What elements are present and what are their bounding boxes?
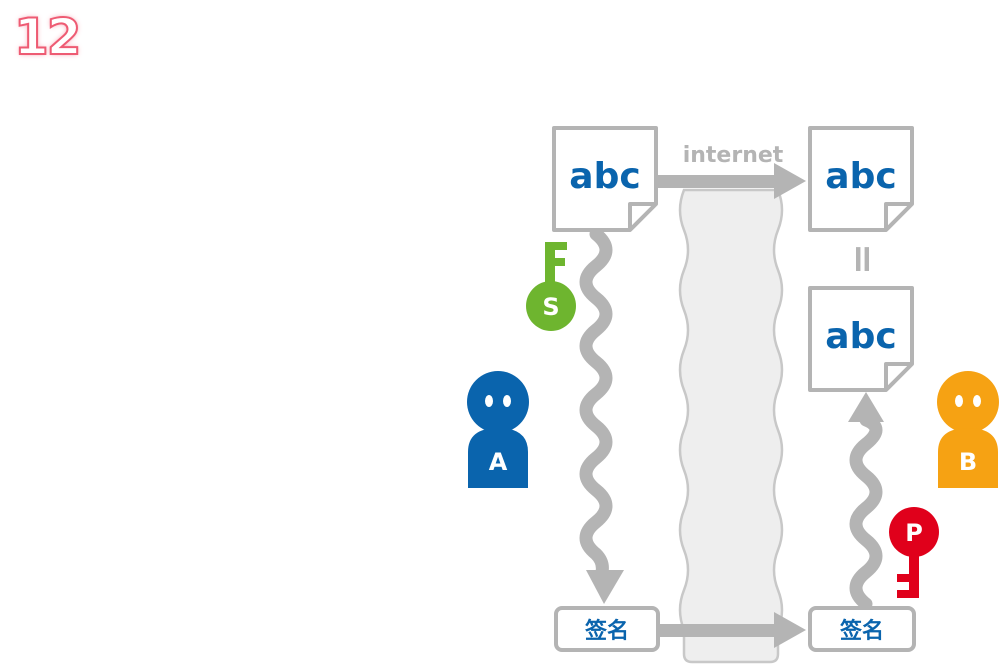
secret-key-letter: S (542, 293, 559, 321)
signature-label: 签名 (584, 618, 629, 644)
public-key-letter: P (905, 519, 923, 547)
person-b-label: B (959, 448, 977, 476)
public-key-icon: P (889, 507, 939, 598)
received-document: abc (808, 126, 914, 232)
signing-wavy-arrow (579, 227, 624, 604)
secret-key-icon: S (526, 242, 576, 331)
sender-document-text: abc (569, 156, 640, 197)
internet-label: internet (683, 143, 784, 168)
received-signature-label: 签名 (839, 618, 884, 644)
person-b-icon: B (937, 371, 999, 488)
received-document-text: abc (825, 156, 896, 197)
internet-arrow (658, 163, 806, 199)
signature-box: 签名 (554, 606, 660, 652)
person-a-icon: A (467, 371, 529, 488)
received-signature-box: 签名 (808, 606, 916, 652)
verified-document: abc (808, 286, 914, 392)
slide-number: 12 (13, 7, 83, 67)
internet-channel (678, 188, 784, 664)
verify-wavy-arrow (848, 392, 884, 611)
verified-document-text: abc (825, 316, 896, 357)
sender-document: abc (552, 126, 658, 232)
signature-transfer-arrow (658, 612, 806, 648)
person-a-label: A (489, 448, 508, 476)
equals-sign: = (842, 243, 886, 275)
